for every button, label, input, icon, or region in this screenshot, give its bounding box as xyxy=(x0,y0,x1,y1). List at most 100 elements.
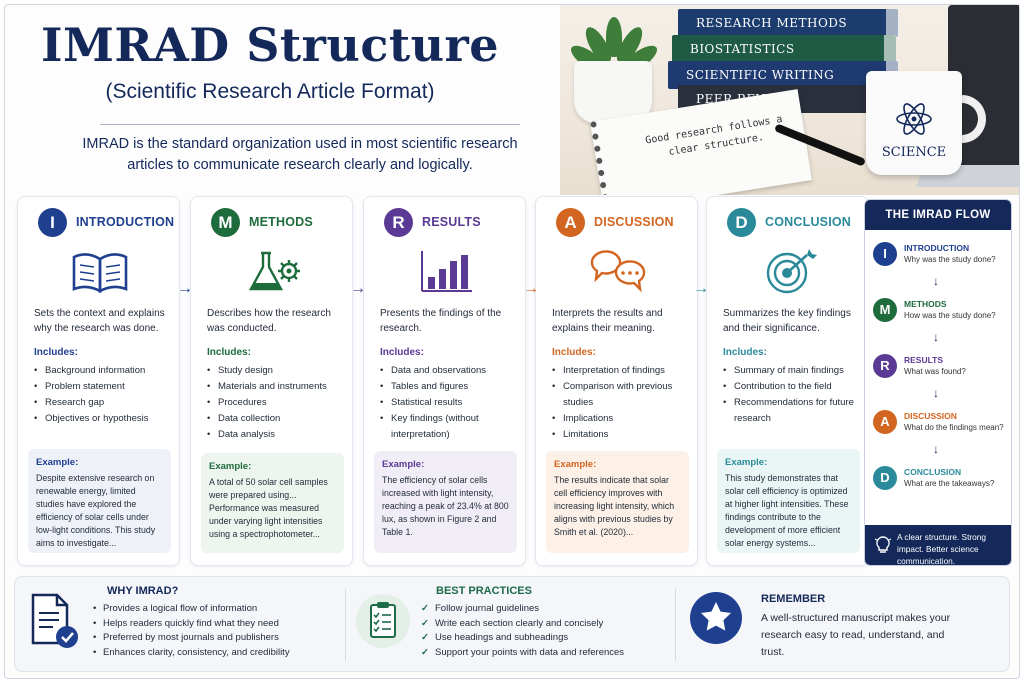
arrow-right-icon: → xyxy=(523,280,539,297)
why-imrad-list: Provides a logical flow of informationHe… xyxy=(93,602,333,660)
section-card-conclusion: D CONCLUSION Summarizes the key findings a… xyxy=(706,196,869,566)
section-description: Describes how the research was conducted… xyxy=(207,308,331,334)
atom-icon xyxy=(896,103,932,135)
list-item: Data collection xyxy=(207,411,349,427)
section-letter-badge: D xyxy=(727,208,756,237)
list-item: Study design xyxy=(207,363,349,379)
section-title: METHODS xyxy=(249,215,313,229)
best-practices-list: Follow journal guidelinesWrite each sect… xyxy=(421,602,661,660)
flow-step-name: DISCUSSION xyxy=(904,411,957,421)
list-item: Statistical results xyxy=(380,395,522,411)
flow-step-question: What are the takeaways? xyxy=(904,479,995,488)
speech-bubbles-icon xyxy=(586,247,650,297)
list-item: Comparison with previous studies xyxy=(552,379,694,411)
includes-label: Includes: xyxy=(552,347,596,358)
section-letter-badge: M xyxy=(211,208,240,237)
includes-label: Includes: xyxy=(723,347,767,358)
includes-list: Summary of main findingsContribution to … xyxy=(723,363,865,427)
mug-handle xyxy=(956,95,986,143)
remember-text: A well-structured manuscript makes your … xyxy=(761,612,951,658)
flow-footer-text: A clear structure. Strong impact. Better… xyxy=(897,532,987,566)
includes-list: Data and observationsTables and figuresS… xyxy=(380,363,522,443)
example-box: Example: The results indicate that solar … xyxy=(546,451,689,553)
arrow-right-icon: → xyxy=(693,280,709,297)
flow-step-name: RESULTS xyxy=(904,355,944,365)
example-box: Example: A total of 50 solar cell samples… xyxy=(201,453,344,553)
example-box: Example: Despite extensive research on re… xyxy=(28,449,171,553)
intro-text: IMRAD is the standard organization used … xyxy=(82,136,518,173)
list-item: Materials and instruments xyxy=(207,379,349,395)
list-item: Enhances clarity, consistency, and credi… xyxy=(93,646,333,661)
flow-title: THE IMRAD FLOW xyxy=(865,200,1011,230)
flow-step-question: What was found? xyxy=(904,367,966,376)
arrow-right-icon: → xyxy=(177,280,193,297)
section-title: CONCLUSION xyxy=(765,215,852,229)
list-item: Recommendations for future research xyxy=(723,395,865,427)
flow-letter-badge: R xyxy=(873,354,897,378)
arrow-down-icon: ↓ xyxy=(933,274,939,288)
bar-chart-icon xyxy=(414,247,478,297)
document-check-icon xyxy=(31,593,78,648)
arrow-down-icon: ↓ xyxy=(933,330,939,344)
star-icon xyxy=(690,592,742,644)
example-box: Example:The efficiency of solar cells in… xyxy=(374,451,517,553)
section-title: RESULTS xyxy=(422,215,481,229)
list-item: Objectives or hypothesis xyxy=(34,411,176,427)
clipboard-checklist-icon xyxy=(356,594,410,648)
list-item: Follow journal guidelines xyxy=(421,602,661,617)
section-card-methods: M METHODS Describes how the research was c… xyxy=(190,196,353,566)
example-text: Despite extensive research on renewable … xyxy=(36,473,156,548)
includes-label: Includes: xyxy=(34,347,78,358)
example-label: Example: xyxy=(209,461,252,472)
section-letter-badge: I xyxy=(38,208,67,237)
flow-step-name: INTRODUCTION xyxy=(904,243,970,253)
list-item: Summary of main findings xyxy=(723,363,865,379)
divider xyxy=(100,124,520,125)
section-description: Presents the findings of the research. xyxy=(380,308,502,334)
example-label: Example: xyxy=(554,459,597,470)
example-text: This study demonstrates that solar cell … xyxy=(725,473,849,548)
example-label: Example: xyxy=(36,457,79,468)
includes-label: Includes: xyxy=(207,347,251,358)
example-text: The results indicate that solar cell eff… xyxy=(554,475,675,537)
page-title: IMRAD Structure xyxy=(40,18,500,72)
divider xyxy=(345,589,346,661)
list-item: Support your points with data and refere… xyxy=(421,646,661,661)
list-item: Tables and figures xyxy=(380,379,522,395)
list-item: Procedures xyxy=(207,395,349,411)
list-item: Key findings (without interpretation) xyxy=(380,411,522,443)
flow-step-question: Why was the study done? xyxy=(904,255,996,264)
book-spine: BIOSTATISTICS xyxy=(672,35,896,63)
includes-list: Background informationProblem statementR… xyxy=(34,363,176,427)
list-item: Write each section clearly and concisely xyxy=(421,617,661,632)
list-item: Contribution to the field xyxy=(723,379,865,395)
list-item: Background information xyxy=(34,363,176,379)
notebook-text: Good research follows a clear structure. xyxy=(644,113,784,159)
includes-label: Includes: xyxy=(380,347,424,358)
list-item: Limitations xyxy=(552,427,694,443)
flow-step-name: CONCLUSION xyxy=(904,467,962,477)
target-icon xyxy=(757,247,821,297)
includes-list: Interpretation of findingsComparison wit… xyxy=(552,363,694,443)
list-item: Helps readers quickly find what they nee… xyxy=(93,617,333,632)
example-text: A total of 50 solar cell samples were pr… xyxy=(209,477,328,539)
flow-step-name: METHODS xyxy=(904,299,947,309)
list-item: Provides a logical flow of information xyxy=(93,602,333,617)
includes-list: Study designMaterials and instrumentsPro… xyxy=(207,363,349,443)
best-practices-title: BEST PRACTICES xyxy=(436,585,532,597)
plant-leaf xyxy=(606,17,622,57)
section-description: Summarizes the key findings and their si… xyxy=(723,308,851,334)
example-box: Example: This study demonstrates that sol… xyxy=(717,449,860,553)
list-item: Interpretation of findings xyxy=(552,363,694,379)
section-title: INTRODUCTION xyxy=(76,215,175,229)
list-item: Data and observations xyxy=(380,363,522,379)
bottom-panel: WHY IMRAD? Provides a logical flow of in… xyxy=(14,576,1010,672)
example-label: Example: xyxy=(725,457,768,468)
book-spine: RESEARCH METHODS xyxy=(678,9,898,37)
divider xyxy=(675,589,676,661)
mug: SCIENCE xyxy=(866,71,962,175)
section-description: Interprets the results and explains thei… xyxy=(552,308,663,334)
